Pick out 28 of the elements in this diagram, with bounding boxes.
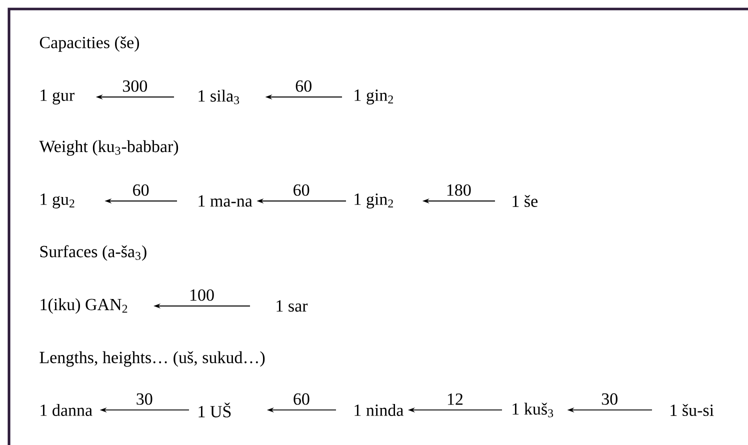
edge-label: 300 [121,79,149,93]
unit-label: 1 UŠ [198,402,231,418]
unit-label: 1 kuš$_{3}$ [512,402,554,418]
edge-label: 60 [292,392,311,406]
unit-label: 1 še [512,195,538,207]
edge-label: 180 [444,183,472,197]
unit-label: 1 danna [40,404,92,416]
edge-label: 100 [188,288,216,302]
section-heading: Lengths, heights… (uš, sukud…) [40,351,265,367]
edge-label: 60 [131,183,150,197]
unit-label: 1 ma-na [198,195,252,207]
edge-label: 30 [600,392,620,406]
section-heading: Surfaces (a-ša$_{3}$) [40,245,146,261]
edge-label: 12 [445,392,464,406]
section-heading: Weight (ku$_{3}$-babbar) [39,140,178,156]
unit-label: 1 šu-si [670,404,714,416]
unit-label: 1 sar [276,300,308,312]
unit-label: 1 gin$_{2}$ [354,194,393,208]
section-heading: Capacities (še) [40,36,139,52]
unit-label: 1 ninda [354,404,404,416]
unit-label: 1 gur [40,90,74,104]
edge-label: 60 [292,183,311,197]
unit-label: 1(iku) GAN$_{2}$ [40,298,128,314]
edge-label: 60 [294,79,314,93]
unit-label: 1 gu$_{2}$ [40,194,74,208]
unit-label: 1 sila$_{3}$ [198,90,240,104]
unit-label: 1 gin$_{2}$ [354,90,393,104]
edge-label: 30 [134,392,154,406]
